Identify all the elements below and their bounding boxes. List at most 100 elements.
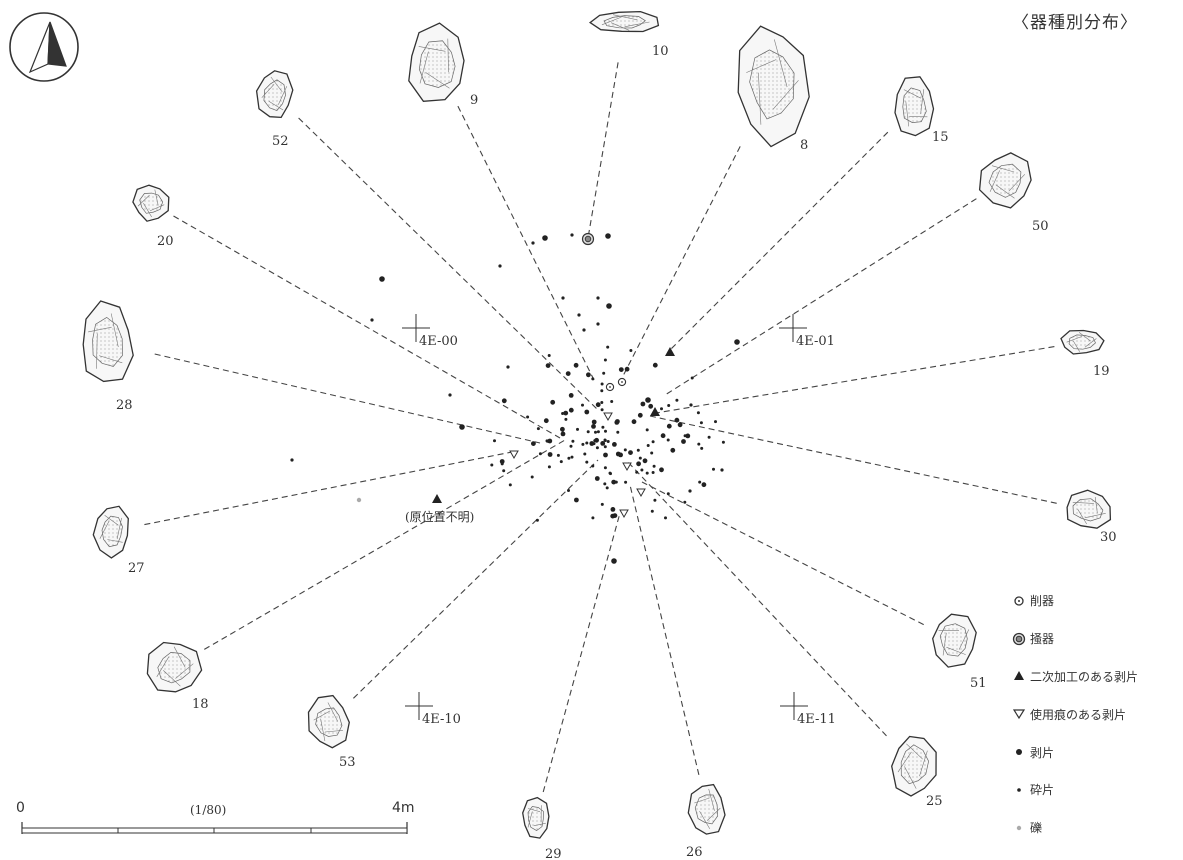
- artifact-number: 18: [192, 697, 209, 712]
- flake-dot: [603, 452, 608, 458]
- chip-dot: [635, 470, 639, 474]
- artifact-number: 28: [116, 398, 133, 413]
- chip-dot: [567, 456, 571, 460]
- chip-dot: [506, 365, 510, 369]
- flake-dot: [631, 419, 637, 425]
- leader-line: [353, 459, 599, 699]
- artifact-drawing: [1060, 329, 1105, 355]
- chip-dot: [576, 427, 579, 431]
- chip-dot: [530, 475, 534, 479]
- chip-dot: [600, 382, 604, 386]
- flake-dot: [640, 401, 646, 407]
- flake-dot: [574, 497, 579, 503]
- chip-dot: [559, 460, 563, 464]
- chip-dot: [616, 430, 620, 434]
- flake-dot: [606, 303, 612, 309]
- chip-dot: [596, 322, 600, 326]
- dot-small-icon: [1008, 785, 1030, 795]
- leader-line: [154, 353, 541, 444]
- flake-dot: [531, 441, 536, 446]
- flake-dot: [573, 362, 579, 368]
- usewear-flake-marker: [636, 488, 646, 498]
- flake-dot: [501, 398, 507, 404]
- flake-dot: [659, 467, 664, 473]
- artifact-drawing: [588, 10, 660, 33]
- flake-dot: [594, 476, 600, 481]
- chip-dot: [603, 482, 607, 486]
- artifact-drawing: [146, 641, 203, 693]
- chip-dot: [606, 440, 610, 443]
- flake-dot: [547, 438, 553, 444]
- scale-end-label: 4m: [392, 800, 415, 816]
- chip-dot: [610, 400, 614, 403]
- legend-label: 砕片: [1030, 783, 1055, 798]
- chip-dot: [585, 460, 589, 464]
- chip-dot: [689, 403, 693, 407]
- scale-start-label: 0: [16, 800, 25, 816]
- flake-dot: [550, 399, 556, 405]
- leader-line: [625, 459, 887, 737]
- artifact-number: 51: [970, 676, 987, 691]
- chip-dot: [582, 328, 586, 332]
- artifact-drawing: [132, 184, 170, 222]
- chip-dot: [591, 464, 595, 468]
- flake-dot: [591, 419, 597, 425]
- artifact-drawing: [255, 70, 294, 119]
- flake-dot: [674, 417, 680, 423]
- retouched-flake-marker: [650, 407, 660, 416]
- legend: 削器 掻器 二次加工のある剥片 使用痕のある剥片 剥片 砕片 礫: [1008, 582, 1183, 847]
- artifact-number: 27: [128, 561, 145, 576]
- flake-dot: [560, 426, 565, 432]
- usewear-flake-marker: [622, 462, 632, 472]
- chip-dot: [666, 492, 670, 496]
- flake-dot: [499, 459, 505, 464]
- chip-dot: [577, 313, 581, 317]
- flake-dot: [542, 235, 548, 241]
- leader-lines: [144, 62, 1057, 793]
- chip-dot: [583, 452, 587, 456]
- flake-dot: [734, 339, 740, 345]
- chip-dot: [571, 439, 575, 443]
- scale-ratio-label: (1/80): [190, 803, 227, 817]
- scale-bar-graphic: [21, 822, 408, 834]
- north-arrow-icon: [9, 12, 79, 82]
- usewear-flake-marker: [603, 412, 613, 422]
- leader-line: [641, 481, 924, 626]
- leader-line: [649, 415, 1057, 504]
- triangle-up-filled-icon: [1008, 670, 1030, 682]
- artifact-number: 9: [470, 93, 478, 108]
- flake-dot: [618, 367, 624, 372]
- chip-dot: [712, 467, 715, 471]
- artifact-drawing: [92, 505, 129, 559]
- artifact-number: 10: [652, 44, 669, 59]
- chip-dot: [585, 441, 589, 445]
- chip-dot: [448, 393, 452, 397]
- chip-dot: [604, 429, 607, 433]
- flake-dot: [681, 439, 686, 444]
- artifact-number: 30: [1100, 530, 1117, 545]
- chip-dot: [714, 420, 717, 424]
- flake-dot: [648, 403, 654, 409]
- chip-dot: [596, 296, 600, 300]
- chip-dot: [490, 463, 494, 467]
- artifact-number: 15: [932, 130, 949, 145]
- chip-dot: [650, 451, 654, 455]
- dot-large-icon: [1008, 747, 1030, 757]
- chip-dot: [594, 430, 597, 434]
- chip-dot: [545, 439, 549, 443]
- chip-dot: [698, 480, 702, 484]
- flake-dot: [652, 362, 658, 368]
- flake-dot: [610, 507, 616, 512]
- chip-dot: [593, 439, 597, 443]
- chip-dot: [623, 448, 627, 452]
- flake-dot: [615, 451, 621, 457]
- grid-cross: [780, 692, 808, 720]
- legend-item-chip: 砕片: [1008, 771, 1183, 809]
- page-title: 〈器種別分布〉: [1012, 13, 1138, 33]
- chip-dot: [667, 404, 671, 407]
- grid-crosses: [402, 314, 808, 720]
- artifact-number: 29: [545, 847, 562, 860]
- artifact-drawing: [737, 25, 810, 148]
- chip-dot: [699, 421, 703, 425]
- artifact-number: 8: [800, 138, 808, 153]
